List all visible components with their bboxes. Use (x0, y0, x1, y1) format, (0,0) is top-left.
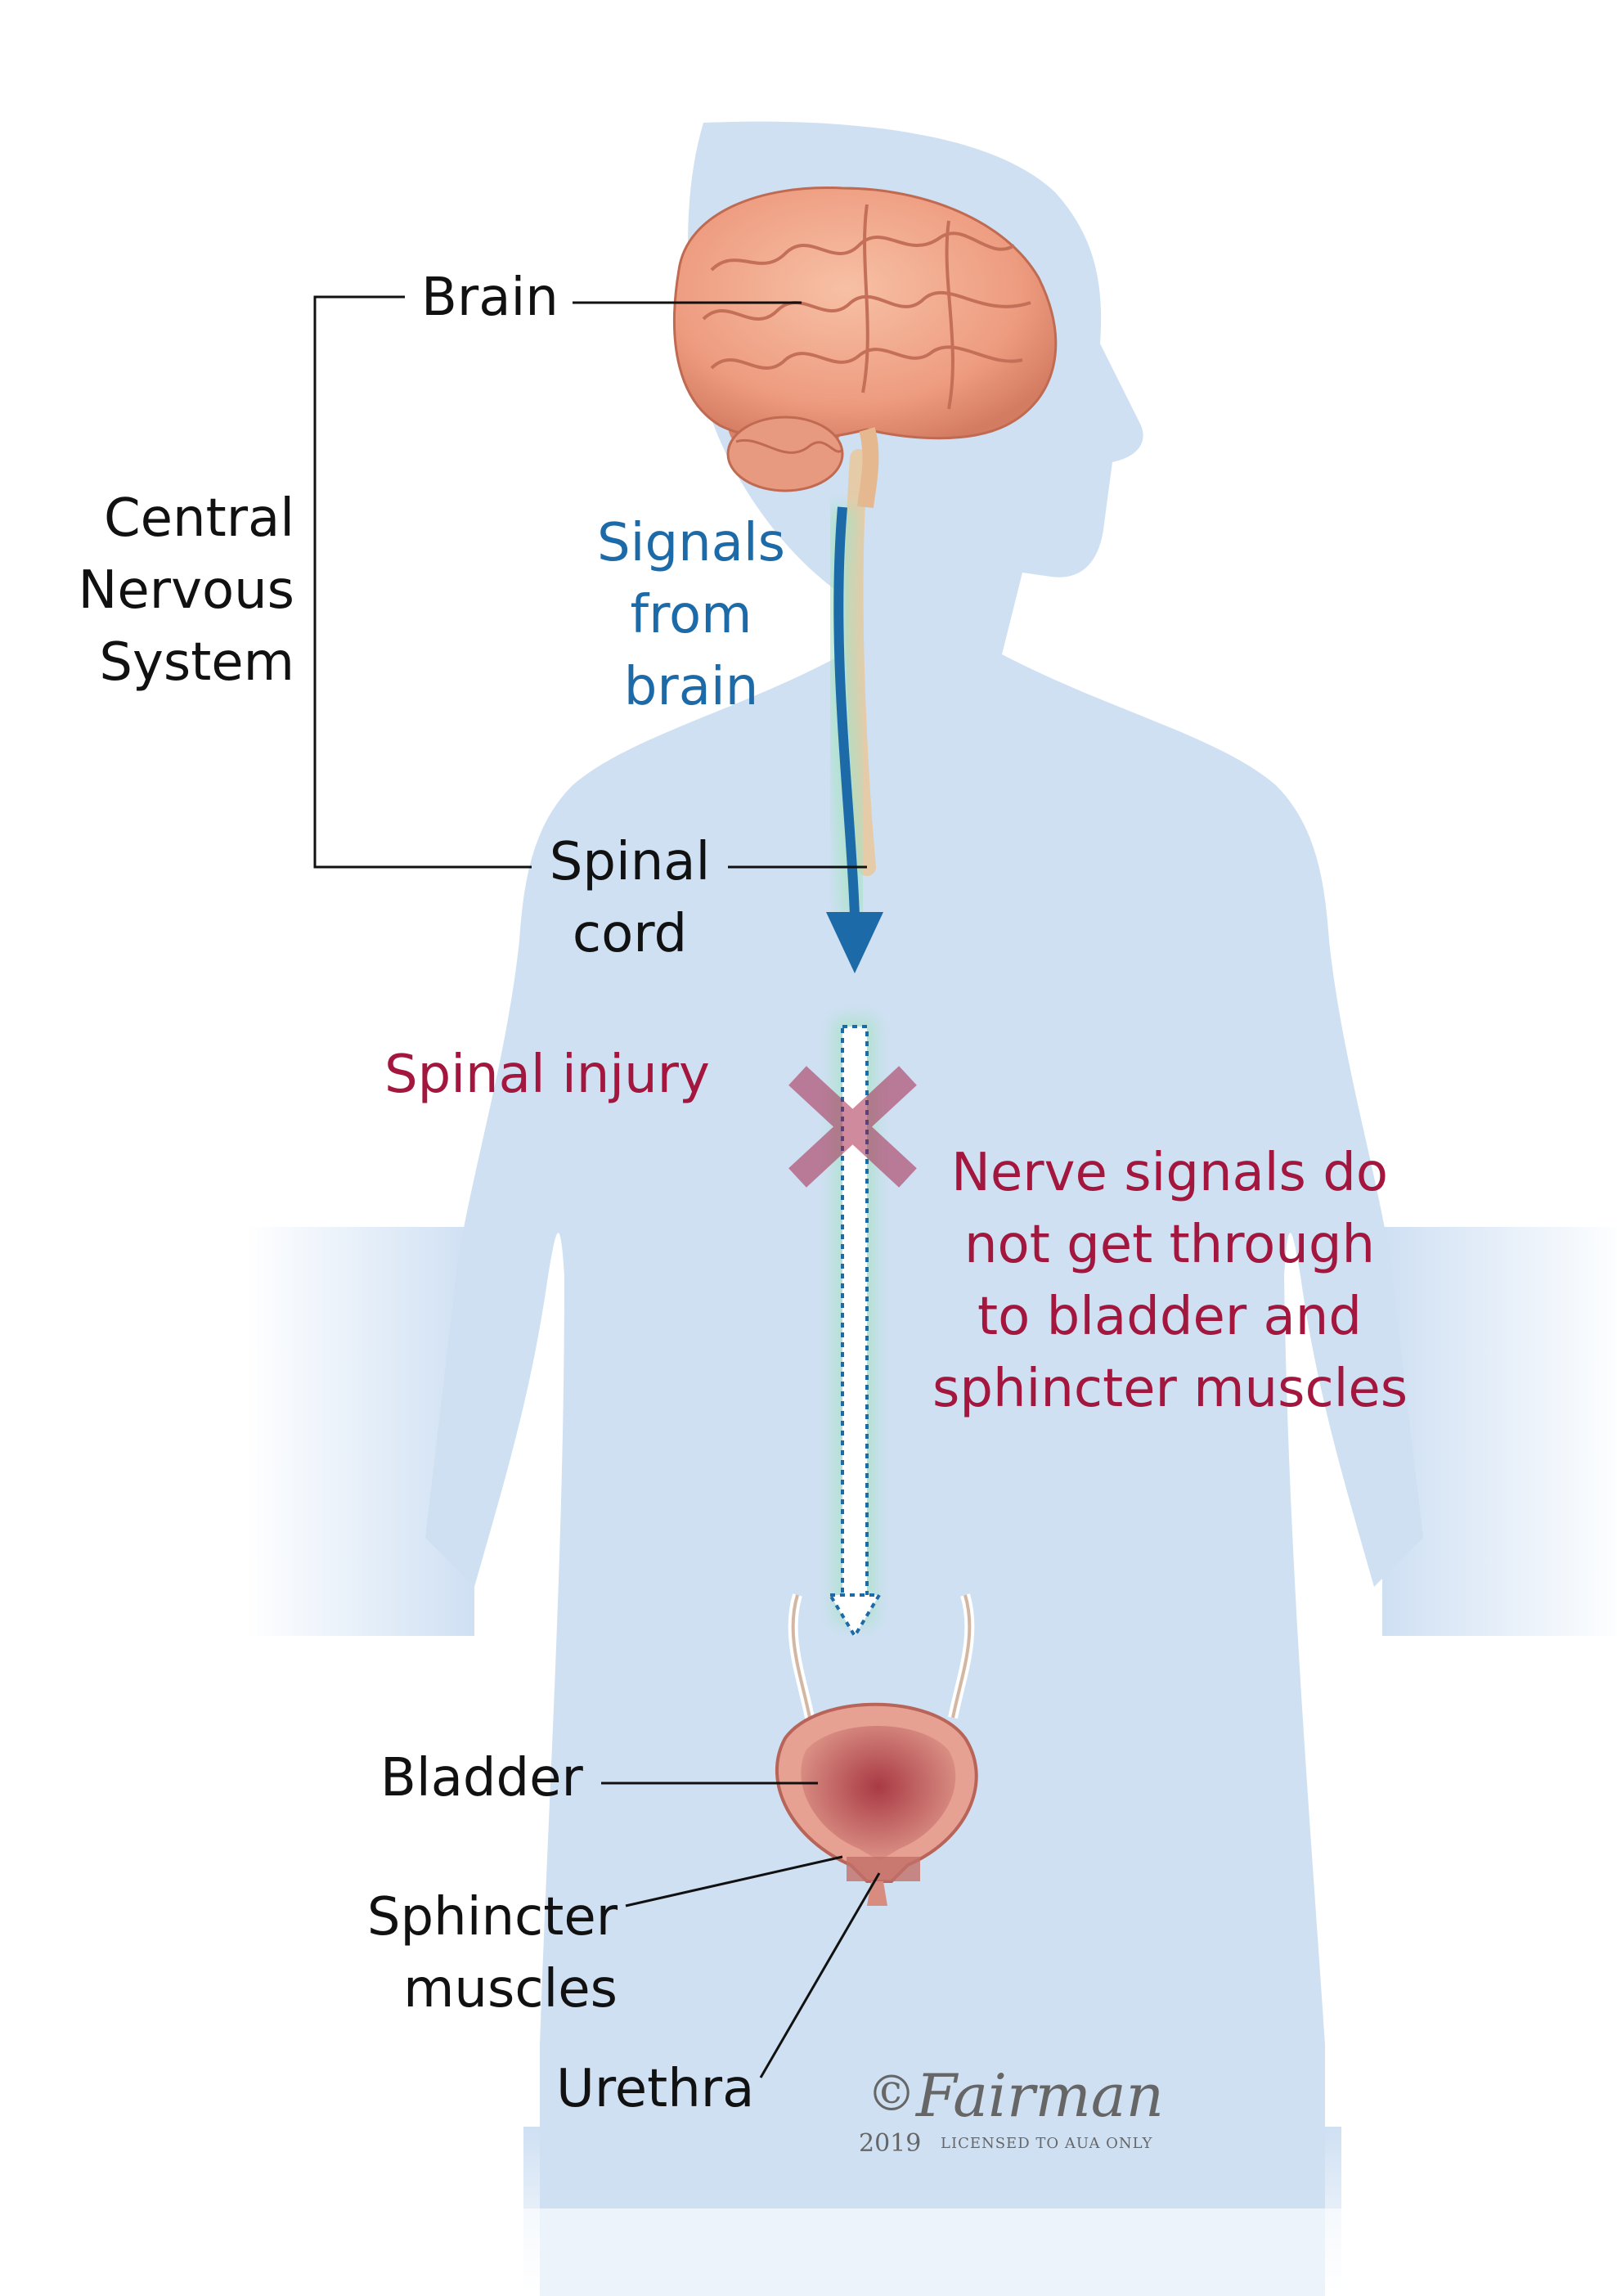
spinal-cord-line-1: Spinal (549, 832, 711, 892)
signals-line-2: from (630, 585, 752, 645)
nerve-note-line-3: to bladder and (977, 1287, 1362, 1347)
bladder-illustration (775, 1702, 978, 1906)
cns-bracket (313, 295, 532, 869)
signals-line-1: Signals (597, 513, 785, 573)
cns-line-1: Central (103, 488, 294, 549)
signals-line-3: brain (623, 657, 759, 717)
copyright-symbol: © (867, 2065, 916, 2123)
urethra-leader (759, 1872, 881, 2078)
sphincter-line-1: Sphincter (366, 1887, 618, 1948)
signature-name: Fairman (916, 2061, 1165, 2130)
signature-year: 2019 (859, 2129, 922, 2158)
nerve-note-line-2: not get through (963, 1215, 1376, 1275)
leader-lines (313, 295, 881, 2078)
body-silhouette (245, 121, 1617, 2296)
cns-label: Central Nervous System (49, 483, 295, 699)
nerve-note-line-4: sphincter muscles (932, 1359, 1408, 1419)
signature-license: LICENSED TO AUA ONLY (941, 2135, 1153, 2152)
injury-x-mark (788, 1066, 917, 1188)
spinal-cord (845, 449, 876, 876)
sphincter-line-2: muscles (403, 1959, 618, 2020)
signals-label: Signals from brain (573, 507, 810, 723)
brain-label: Brain (421, 267, 559, 328)
nerve-note-line-1: Nerve signals do (951, 1143, 1388, 1203)
cns-line-2: Nervous (78, 560, 295, 621)
spinal-cord-line-2: cord (572, 904, 688, 964)
sphincter-leader (625, 1855, 843, 1907)
nerve-signals-note: Nerve signals do not get through to blad… (932, 1137, 1408, 1425)
sphincter-label: Sphincter muscles (327, 1881, 618, 2025)
spinal-injury-label: Spinal injury (384, 1045, 710, 1105)
urethra-label: Urethra (556, 2059, 755, 2119)
spinal-cord-label: Spinal cord (540, 826, 720, 970)
cns-line-3: System (99, 632, 294, 693)
artist-signature: © Fairman 2019 LICENSED TO AUA ONLY (859, 2061, 1202, 2163)
brain-illustration (672, 186, 1058, 509)
bladder-label: Bladder (380, 1748, 583, 1808)
